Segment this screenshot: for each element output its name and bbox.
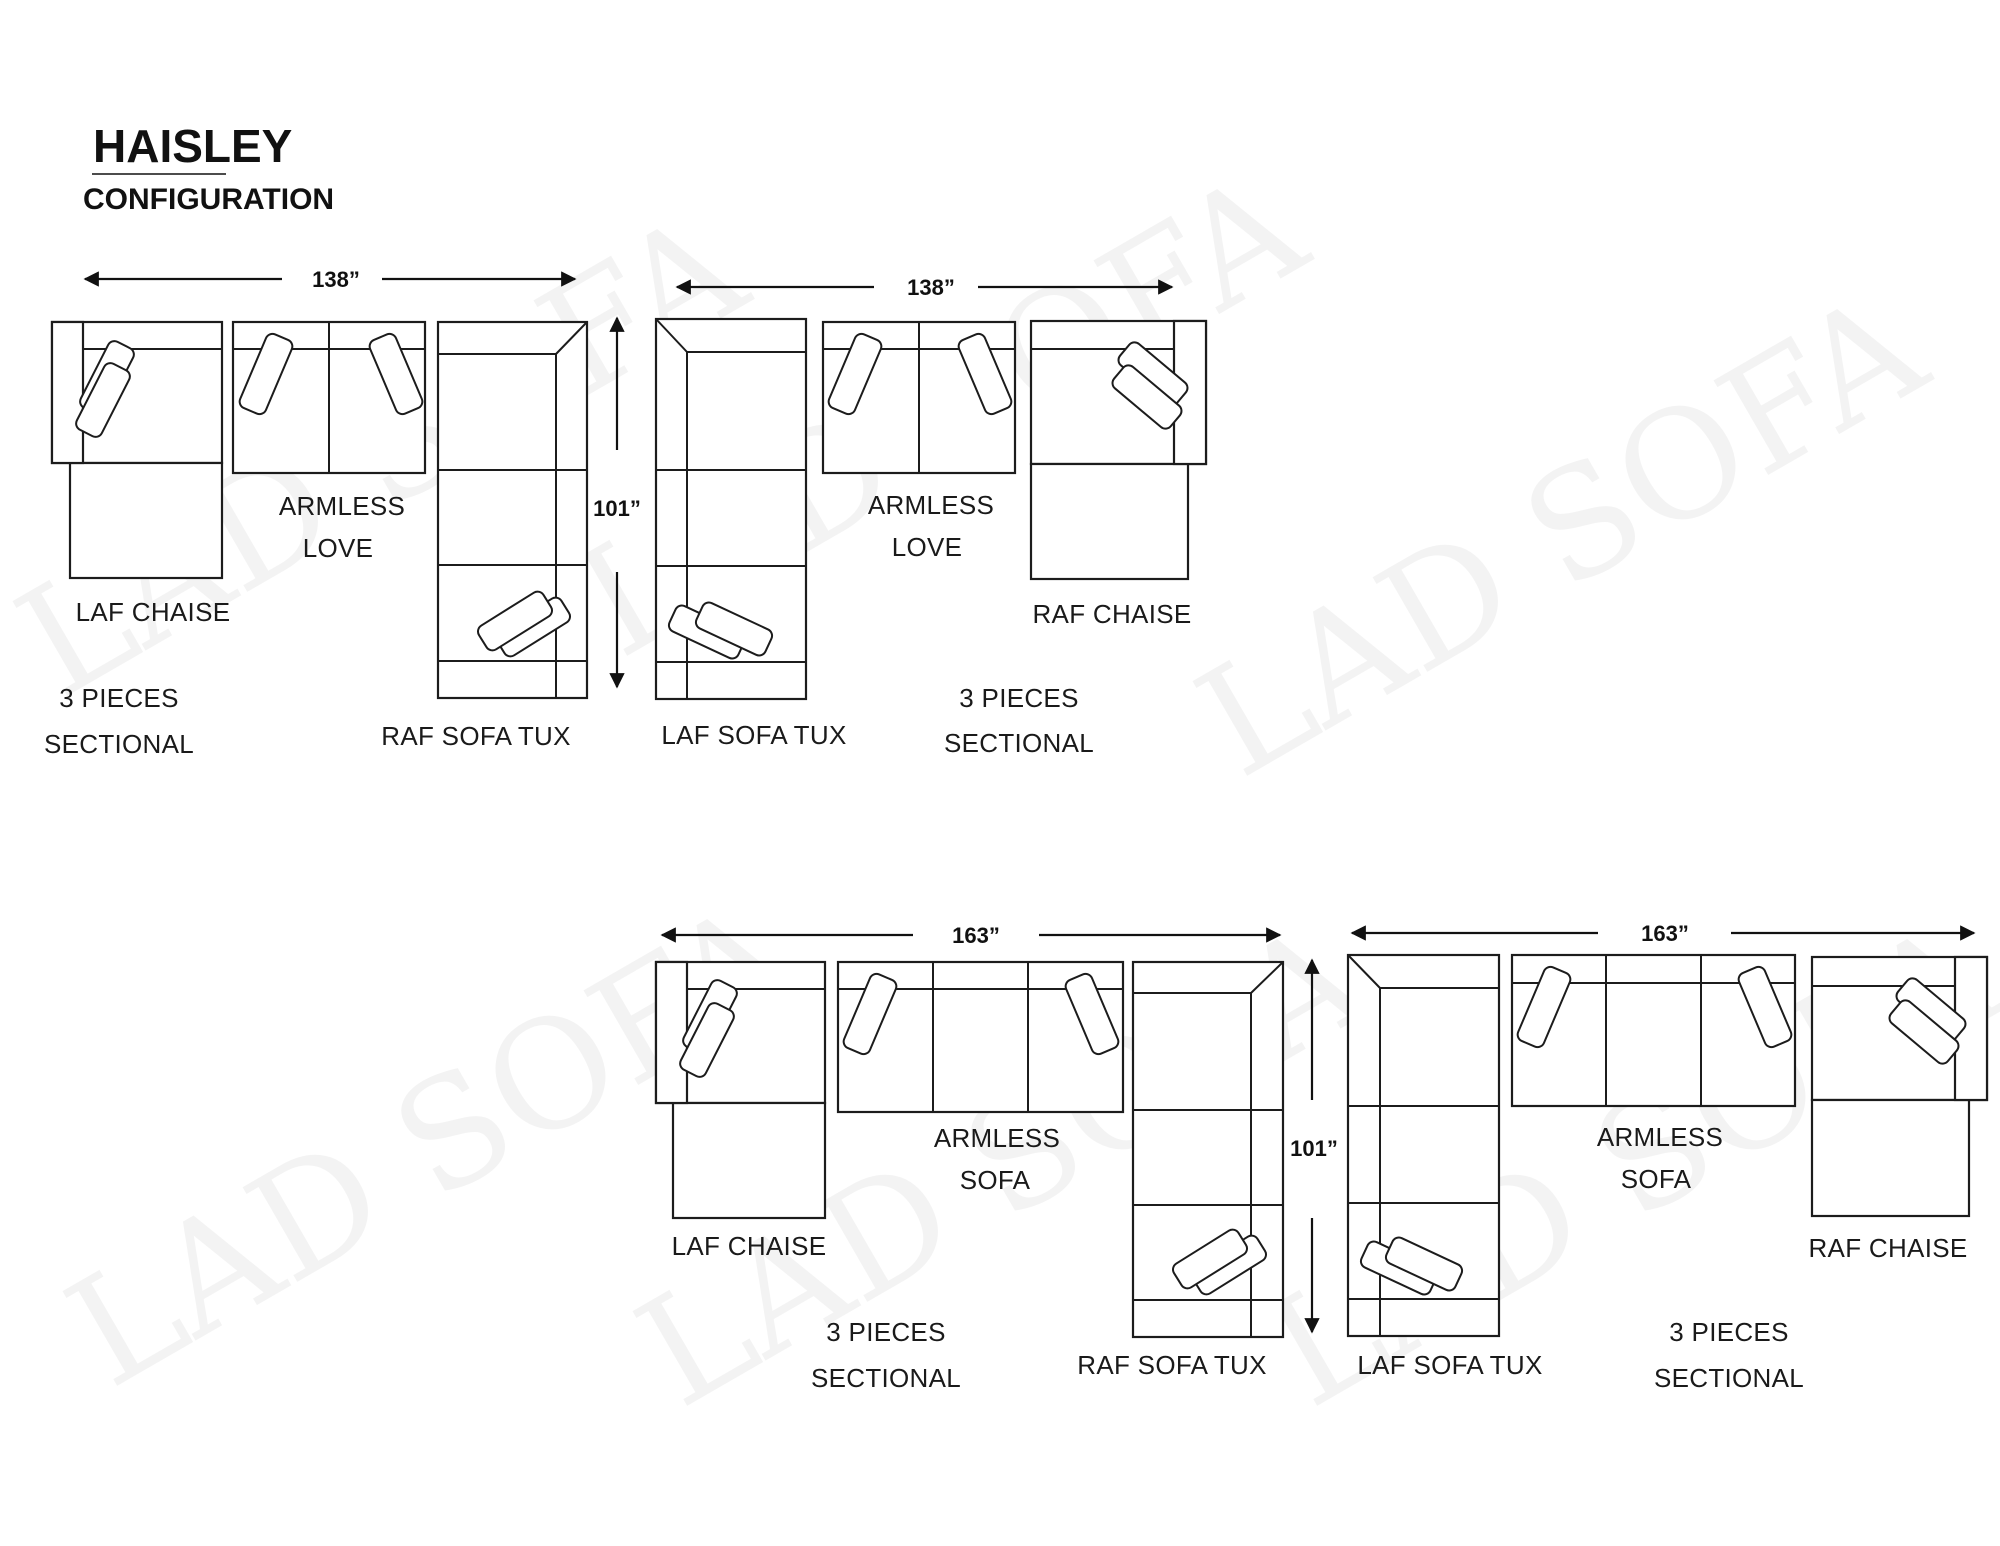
width-label: 138” (907, 275, 955, 300)
sectional-note: SECTIONAL (944, 728, 1094, 758)
config-4: 163” (1346, 921, 1989, 1393)
piece-label: LOVE (303, 533, 374, 563)
raf-chaise-module (1029, 319, 1208, 581)
piece-label: RAF SOFA TUX (1077, 1350, 1267, 1380)
depth-label: 101” (593, 496, 641, 521)
armless-love-module (821, 320, 1017, 475)
sectional-note: 3 PIECES (826, 1317, 945, 1347)
watermark: LAD SOFA (1171, 259, 1953, 811)
sectional-note: SECTIONAL (811, 1363, 961, 1393)
armless-love-module (231, 320, 427, 475)
raf-chaise-module (1810, 955, 1989, 1218)
sectional-note: 3 PIECES (59, 683, 178, 713)
piece-label: SOFA (1621, 1164, 1692, 1194)
sectional-note: 3 PIECES (1669, 1317, 1788, 1347)
piece-label: RAF CHAISE (1808, 1233, 1967, 1263)
laf-chaise-module (654, 960, 827, 1220)
sectional-note: SECTIONAL (44, 729, 194, 759)
raf-sofa-tux-module (436, 320, 589, 700)
piece-label: ARMLESS (1597, 1122, 1723, 1152)
armless-sofa-module (1510, 953, 1797, 1108)
piece-label: LAF SOFA TUX (661, 720, 846, 750)
width-label: 138” (312, 267, 360, 292)
page-subtitle: CONFIGURATION (83, 183, 334, 216)
config-1: 138” (44, 267, 641, 759)
raf-sofa-tux-module (1131, 960, 1285, 1339)
piece-label: SOFA (960, 1165, 1031, 1195)
piece-label: RAF CHAISE (1032, 599, 1191, 629)
piece-label: RAF SOFA TUX (381, 721, 571, 751)
laf-sofa-tux-module (1346, 953, 1501, 1338)
piece-label: ARMLESS (868, 490, 994, 520)
armless-sofa-module (836, 960, 1125, 1114)
piece-label: LAF CHAISE (672, 1231, 827, 1261)
page-title: HAISLEY (93, 120, 292, 172)
piece-label: ARMLESS (934, 1123, 1060, 1153)
sectional-note: SECTIONAL (1654, 1363, 1804, 1393)
sectional-note: 3 PIECES (959, 683, 1078, 713)
config-3: 163” (654, 923, 1338, 1393)
piece-label: LAF SOFA TUX (1357, 1350, 1542, 1380)
piece-label: LAF CHAISE (76, 597, 231, 627)
laf-sofa-tux-module (654, 317, 808, 701)
config-2: 138” LAF (654, 275, 1208, 758)
width-label: 163” (952, 923, 1000, 948)
piece-label: LOVE (892, 532, 963, 562)
piece-label: ARMLESS (279, 491, 405, 521)
width-label: 163” (1641, 921, 1689, 946)
depth-label: 101” (1290, 1136, 1338, 1161)
laf-chaise-module (50, 320, 224, 580)
